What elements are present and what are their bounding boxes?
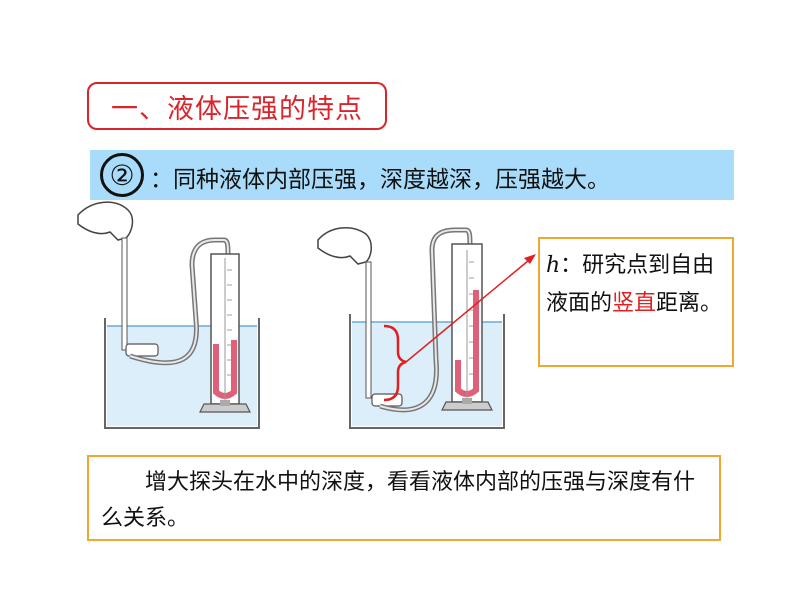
symbol-h: h [546, 253, 561, 278]
right-hand-icon [317, 227, 372, 265]
left-beaker [104, 318, 260, 429]
right-apparatus [317, 227, 536, 429]
left-apparatus [77, 201, 260, 429]
section-title: 一、液体压强的特点 [87, 82, 387, 130]
left-hand-icon [77, 201, 134, 241]
conclusion-text: ：同种液体内部压强，深度越深，压强越大。 [150, 167, 610, 193]
note-highlight: 竖直 [612, 291, 657, 316]
instruction-box: 增大探头在水中的深度，看看液体内部的压强与深度有什么关系。 [87, 455, 721, 541]
right-beaker [349, 314, 505, 429]
left-probe [125, 343, 159, 357]
note-text-2: 距离。 [656, 291, 723, 316]
item-number-circle: ② [100, 153, 144, 197]
note-text-1: ：研究点到自由液面的 [546, 253, 715, 316]
conclusion-banner [90, 150, 734, 200]
depth-definition-note: h：研究点到自由液面的竖直距离。 [538, 237, 734, 367]
pointer-arrow [405, 255, 535, 363]
